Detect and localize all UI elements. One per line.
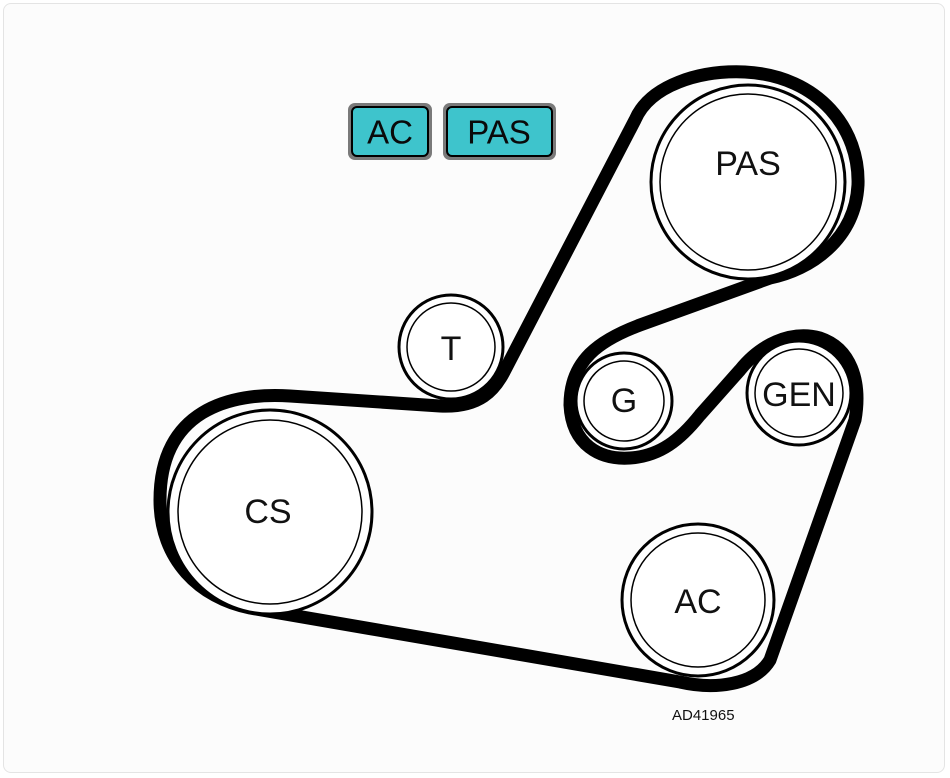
drive-belt xyxy=(153,65,865,693)
crankshaft-pulley: CS xyxy=(166,408,374,616)
crankshaft-pulley-label: CS xyxy=(244,493,291,531)
legend-pas-badge: PAS xyxy=(443,103,556,160)
legend-ac-badge: AC xyxy=(348,103,432,160)
generator-pulley-label: GEN xyxy=(762,376,836,414)
diagram-code: AD41965 xyxy=(672,707,735,724)
tensioner-pulley-label: T xyxy=(441,330,462,368)
generator-pulley: GEN xyxy=(745,339,853,447)
legend-pas-label: PAS xyxy=(467,114,531,151)
legend-ac-label: AC xyxy=(367,114,413,151)
idler-pulley-label: G xyxy=(611,382,637,420)
tensioner-pulley: T xyxy=(397,293,505,401)
ac-pulley-label: AC xyxy=(674,583,721,621)
pas-pulley-label: PAS xyxy=(715,145,781,183)
idler-pulley: G xyxy=(574,351,674,451)
ac-pulley: AC xyxy=(620,522,776,678)
pas-pulley: PAS xyxy=(649,83,847,281)
